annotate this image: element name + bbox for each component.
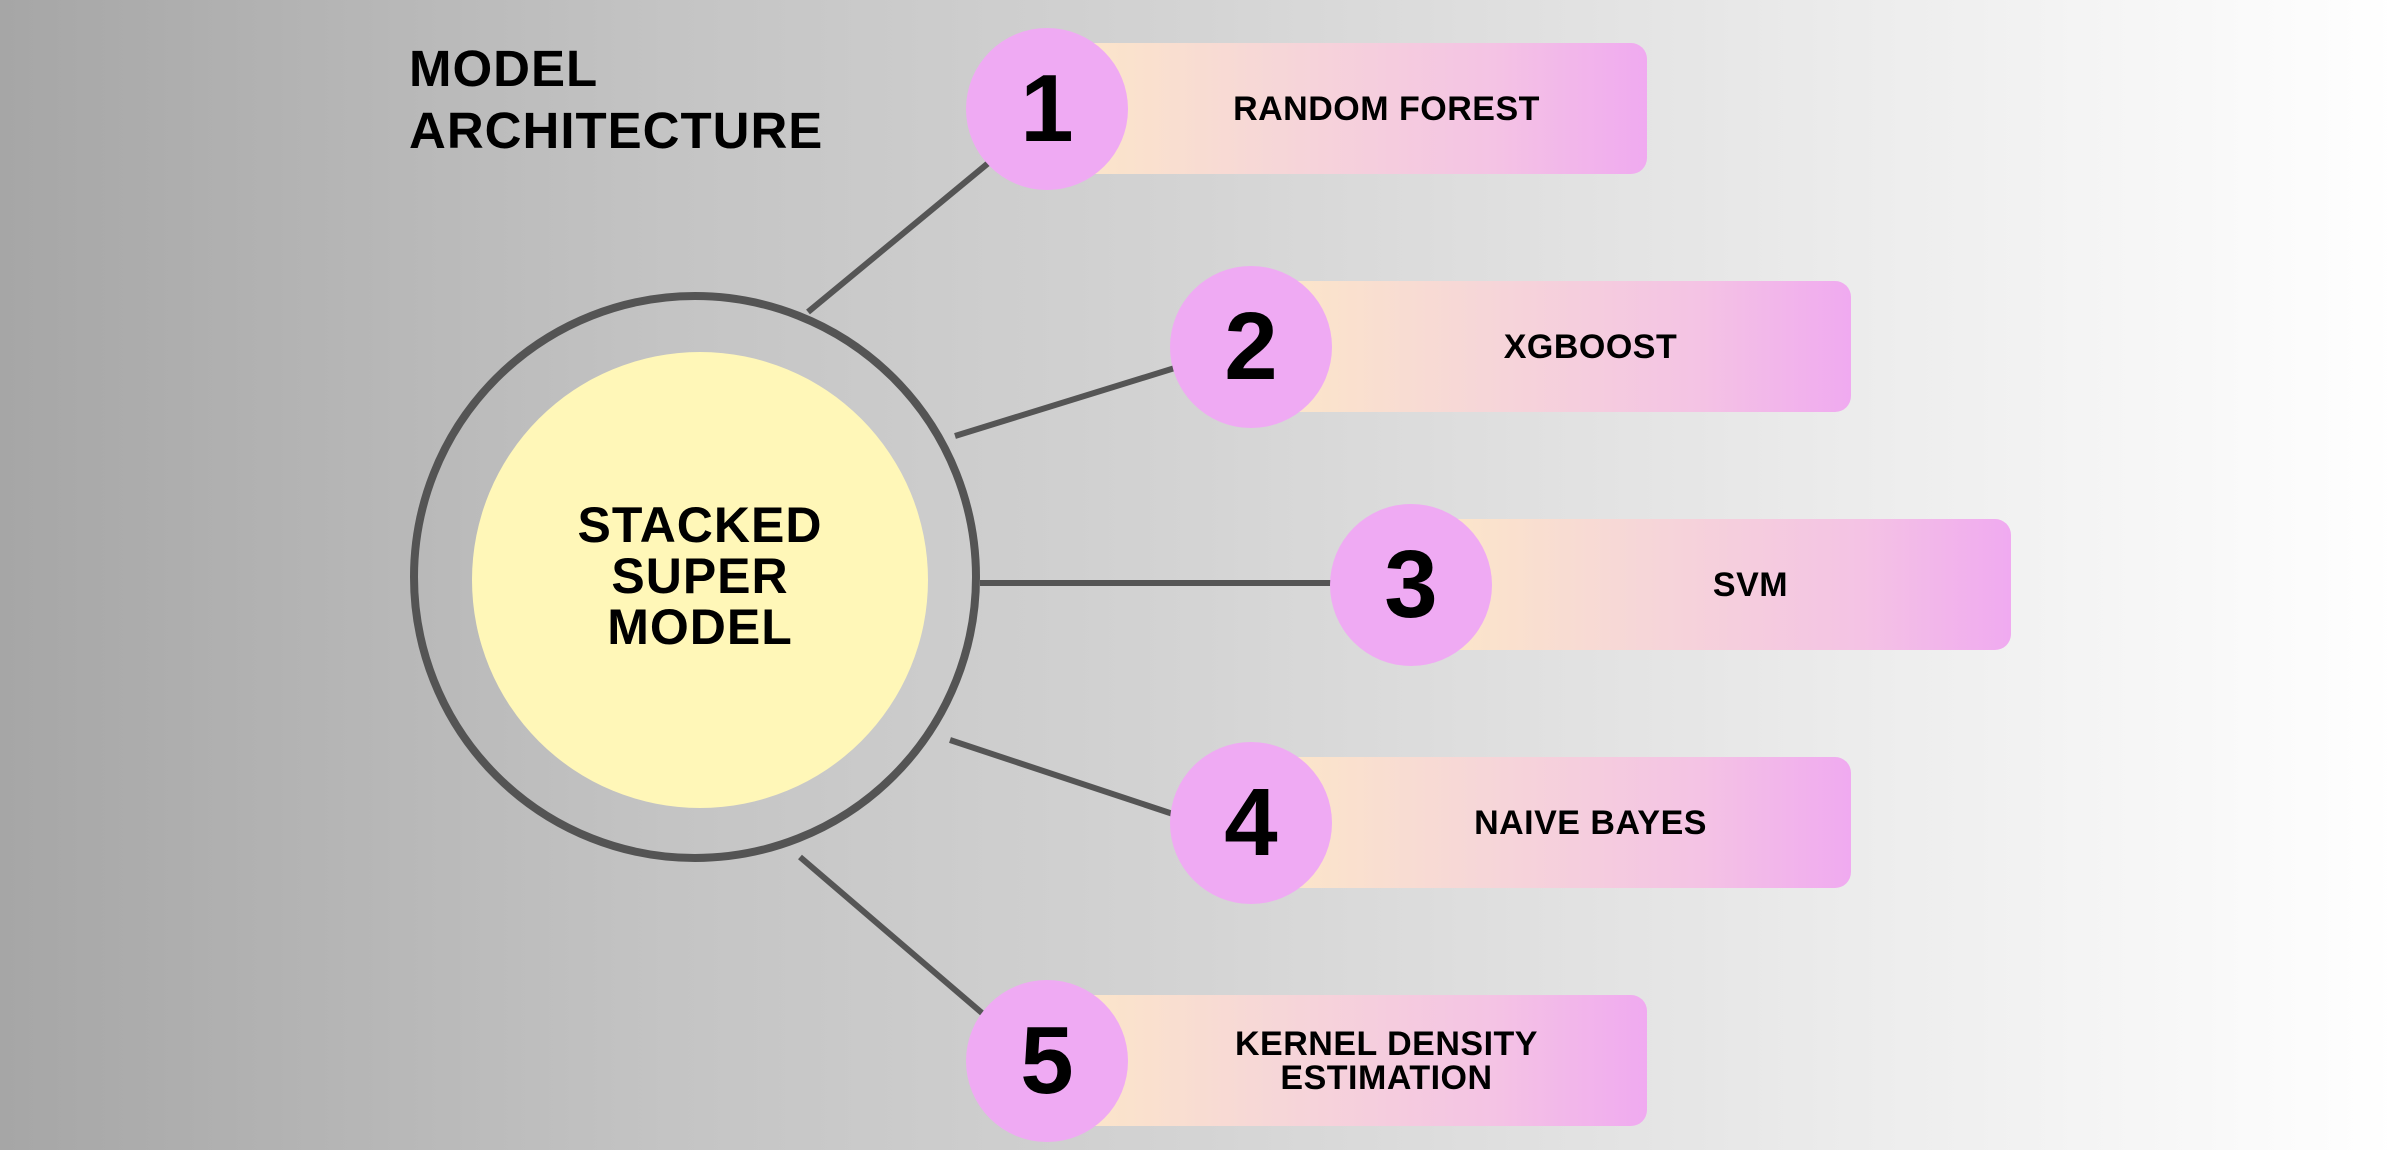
model-bar xyxy=(1036,43,1647,174)
center-line-2: SUPER xyxy=(611,547,789,604)
model-number-badge: 5 xyxy=(966,980,1128,1142)
model-bar xyxy=(1036,995,1647,1126)
connector-2 xyxy=(954,364,1179,439)
model-number-badge: 1 xyxy=(966,28,1128,190)
stacked-model-label: STACKED SUPER MODEL xyxy=(577,496,823,655)
title-line-1: MODEL xyxy=(409,40,599,97)
model-label: RANDOM FOREST xyxy=(1233,89,1540,128)
model-label: KERNEL DENSITY ESTIMATION xyxy=(1235,1024,1538,1097)
stacked-model-node: STACKED SUPER MODEL xyxy=(472,352,928,808)
model-label: XGBOOST xyxy=(1503,327,1678,366)
model-bar xyxy=(1400,519,2011,650)
model-item-naive-bayes: NAIVE BAYES 4 xyxy=(1170,742,1851,904)
diagram-title: MODEL ARCHITECTURE xyxy=(409,38,823,162)
model-item-xgboost: XGBOOST 2 xyxy=(1170,266,1851,428)
model-item-kernel-density-estimation: KERNEL DENSITY ESTIMATION 5 xyxy=(966,980,1647,1142)
model-label: NAIVE BAYES xyxy=(1474,803,1707,842)
connector-4 xyxy=(949,737,1177,818)
model-item-random-forest: RANDOM FOREST 1 xyxy=(966,28,1647,190)
model-label: SVM xyxy=(1712,565,1789,604)
title-line-2: ARCHITECTURE xyxy=(409,102,824,159)
center-line-1: STACKED xyxy=(577,496,823,553)
model-item-svm: SVM 3 xyxy=(1330,504,2011,666)
connector-1 xyxy=(806,157,994,315)
center-line-3: MODEL xyxy=(607,598,793,655)
model-bar xyxy=(1240,281,1851,412)
model-number-badge: 3 xyxy=(1330,504,1492,666)
connector-5 xyxy=(798,854,984,1016)
stacked-model-ring xyxy=(410,292,980,862)
model-number-badge: 4 xyxy=(1170,742,1332,904)
model-number-badge: 2 xyxy=(1170,266,1332,428)
model-bar xyxy=(1240,757,1851,888)
